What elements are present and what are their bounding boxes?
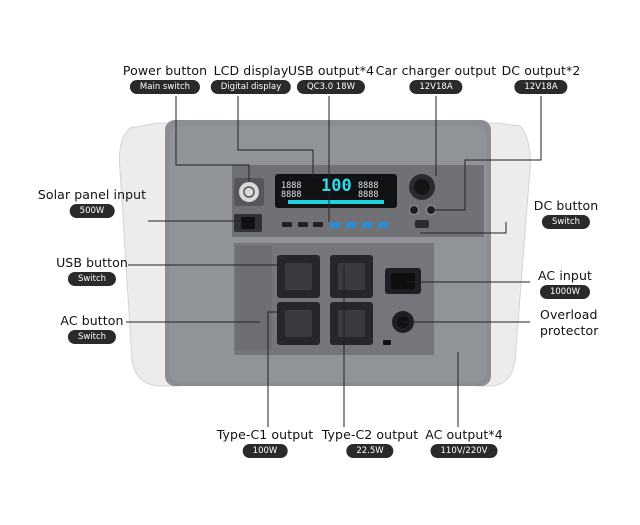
callout-pill: Switch [67, 272, 117, 286]
callout-pill: 12V18A [514, 80, 568, 94]
ac-sockets [277, 255, 373, 345]
callout-pill: 500W [69, 204, 115, 218]
callout-pill: 1000W [539, 285, 591, 299]
callout-pill: QC3.0 18W [296, 80, 366, 94]
lcd-display [275, 174, 397, 208]
callout-title: USB output*4 [287, 63, 375, 78]
callout-pill: Main switch [129, 80, 201, 94]
lcd-right-bottom: 8888 [358, 190, 379, 200]
callout-title: DC button [533, 198, 599, 213]
left-end-cap [119, 122, 179, 387]
callout-title: Solar panel input [37, 187, 147, 202]
callout-title: Type-C2 output [321, 427, 419, 442]
callout-title: AC button [60, 313, 124, 328]
callout-pill: 100W [242, 444, 288, 458]
lcd-center: 100 [321, 176, 352, 196]
callout-title: Car charger output [375, 63, 497, 78]
callout-pill: 12V18A [409, 80, 463, 94]
lcd-left-top: 1888 [281, 181, 302, 191]
callout-pill: Switch [67, 330, 117, 344]
callout-title: AC output*4 [425, 427, 503, 442]
callout-title: AC input [538, 268, 592, 283]
callout-title: DC output*2 [501, 63, 581, 78]
callout-pill: 110V/220V [430, 444, 498, 458]
callout-pill: Digital display [210, 80, 292, 94]
lcd-right-top: 8888 [358, 181, 379, 191]
callout-title: USB button [56, 255, 128, 270]
callout-title-line1: Overload [540, 307, 598, 322]
right-end-cap [477, 122, 531, 387]
callout-title: Power button [122, 63, 208, 78]
callout-pill: Switch [541, 215, 591, 229]
callout-title-line2: protector [540, 323, 599, 338]
callout-pill: 22.5W [346, 444, 394, 458]
callout-title: Type-C1 output [216, 427, 314, 442]
callout-title: LCD display [213, 63, 289, 78]
lcd-left-bottom: 8888 [281, 190, 302, 200]
power-button-knob [239, 182, 259, 202]
